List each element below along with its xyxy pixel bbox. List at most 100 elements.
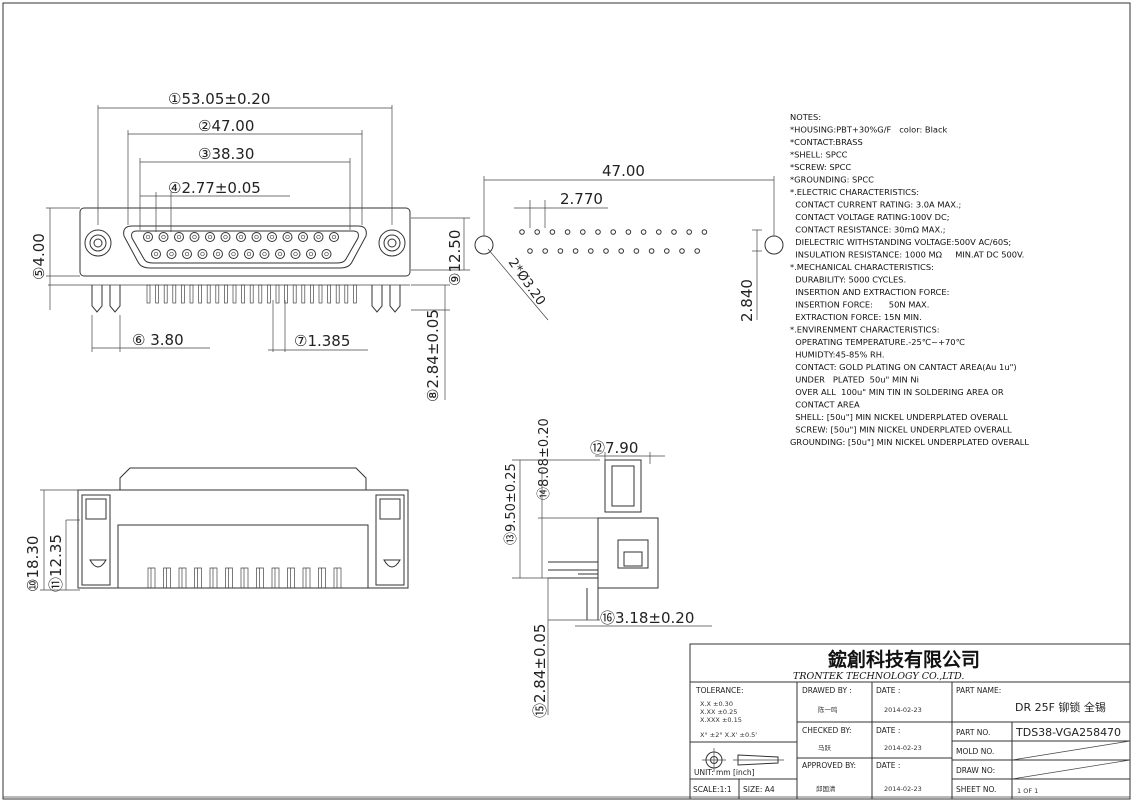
pcb-layout: 47.00 2.770 2.840 2*Ø3.20 — [474, 162, 784, 322]
contact-pin — [244, 249, 254, 259]
side-pin — [163, 567, 171, 588]
pcb-hole — [618, 248, 625, 254]
side-pin — [333, 567, 342, 588]
contact-pin — [298, 232, 308, 242]
contact-pin — [205, 232, 215, 242]
checked-by: 马跃 — [818, 743, 832, 752]
contact-pin — [174, 232, 184, 242]
side-pin — [240, 567, 249, 588]
contact-pin — [143, 232, 153, 242]
contact-pin — [213, 249, 223, 259]
pcb-hole — [542, 248, 549, 254]
note-line: CONTACT AREA — [790, 400, 860, 410]
contact-pin — [158, 232, 169, 242]
side-pin — [287, 567, 295, 588]
dim-1: ①53.05±0.20 — [168, 90, 270, 108]
contact-pin — [189, 232, 200, 242]
draw-no-label: DRAW NO: — [956, 766, 995, 775]
date-label-2: DATE : — [876, 726, 900, 735]
contact-pin — [275, 249, 285, 259]
note-line: *CONTACT:BRASS — [790, 137, 863, 147]
note-line: OVER ALL 100u" MIN TIN IN SOLDERING AREA… — [790, 387, 1004, 397]
tolerance-label: TOLERANCE: — [695, 686, 744, 695]
solder-leg — [241, 284, 245, 304]
note-line: *.ENVIRENMENT CHARACTERISTICS: — [790, 325, 940, 335]
note-line: EXTRACTION FORCE: 15N MIN. — [790, 312, 922, 322]
date-2: 2014-02-23 — [884, 744, 922, 752]
side-pin — [194, 567, 202, 588]
pcb-hole — [527, 248, 533, 254]
note-line: *.ELECTRIC CHARACTERISTICS: — [790, 187, 919, 197]
part-name: DR 25F 铆锁 全锡 — [1015, 700, 1106, 714]
pcb-hole — [694, 248, 701, 254]
note-line: SCREW: [50u"] MIN NICKEL UNDERPLATED OVE… — [790, 425, 1012, 435]
side-pin — [302, 567, 311, 588]
solder-leg — [301, 284, 306, 304]
note-line: INSULATION RESISTANCE: 1000 MΩ MIN.AT DC… — [790, 250, 1024, 260]
solder-leg — [327, 284, 331, 304]
note-line: *SCREW: SPCC — [790, 162, 851, 172]
dim-5: ⑤4.00 — [30, 233, 48, 280]
profile-view: ⑫7.90 ⑬9.50±0.25 ⑭8.08±0.20 ⑮2.84±0.05 ⑯… — [504, 418, 712, 718]
approved-by: 邱国清 — [816, 784, 836, 793]
side-view: ⑩18.30 ⑪12.35 — [24, 467, 409, 592]
checked-by-label: CHECKED BY: — [802, 726, 852, 735]
pcb-hole — [519, 229, 525, 235]
dim-3: ③38.30 — [198, 145, 254, 163]
approved-by-label: APPROVED BY: — [802, 761, 856, 770]
solder-leg — [344, 284, 349, 304]
pcb-hole — [664, 248, 670, 254]
pcb-pitch: 2.770 — [560, 190, 603, 208]
date-label-3: DATE : — [876, 761, 900, 770]
note-line: GROUNDING: [50u"] MIN NICKEL UNDERPLATED… — [790, 437, 1029, 447]
note-line: *GROUNDING: SPCC — [790, 175, 874, 185]
sheet-no: 1 OF 1 — [1017, 787, 1038, 795]
solder-leg — [198, 284, 202, 304]
dim-2: ②47.00 — [198, 117, 254, 135]
part-name-label: PART NAME: — [956, 686, 1001, 695]
solder-leg — [258, 284, 263, 304]
note-line: DIELECTRIC WITHSTANDING VOLTAGE:500V AC/… — [790, 237, 1011, 247]
front-view — [48, 207, 411, 313]
solder-leg — [292, 284, 297, 304]
pcb-hole — [610, 229, 617, 235]
pcb-hole — [656, 229, 662, 235]
solder-leg — [206, 284, 211, 304]
solder-leg — [172, 284, 177, 304]
dim-16: ⑯3.18±0.20 — [600, 609, 694, 627]
contact-pin — [197, 249, 208, 259]
solder-leg — [224, 284, 228, 304]
drawn-by-label: DRAWED BY : — [802, 686, 852, 695]
pcb-hole — [640, 229, 647, 235]
pcb-hole — [603, 248, 609, 254]
dim-7: ⑦1.385 — [294, 332, 350, 350]
solder-leg — [189, 284, 194, 304]
pcb-hole — [671, 229, 677, 235]
note-line: OPERATING TEMPERATURE.-25℃~+70℃ — [790, 337, 965, 347]
dim-8: ⑧2.84±0.05 — [424, 309, 442, 402]
pcb-width: 47.00 — [602, 162, 645, 180]
note-line: *SHELL: SPCC — [790, 150, 848, 160]
note-line: INSERTION AND EXTRACTION FORCE: — [790, 287, 949, 297]
pcb-hole — [580, 229, 586, 235]
dim-13: ⑬9.50±0.25 — [504, 463, 519, 545]
solder-leg — [163, 284, 168, 304]
dim-9: ⑨12.50 — [446, 230, 464, 286]
solder-leg — [275, 284, 280, 304]
pcb-hole — [564, 229, 571, 235]
side-pin — [225, 567, 233, 588]
pcb-hole — [572, 248, 579, 254]
pcb-hole — [534, 229, 541, 235]
solder-leg — [310, 284, 314, 304]
dim-12: ⑫7.90 — [590, 439, 638, 457]
company-en: TRONTEK TECHNOLOGY CO.,LTD. — [793, 671, 964, 682]
contact-pin — [166, 249, 177, 259]
solder-leg — [318, 284, 323, 304]
contact-pin — [282, 232, 293, 242]
pcb-holes: 2*Ø3.20 — [505, 256, 548, 309]
notes: NOTES:*HOUSING:PBT+30%G/F color: Black*C… — [790, 112, 1029, 447]
pcb-row: 2.840 — [738, 279, 756, 322]
note-line: HUMIDTY:45-85% RH. — [790, 350, 885, 360]
note-line: *HOUSING:PBT+30%G/F color: Black — [790, 125, 948, 135]
